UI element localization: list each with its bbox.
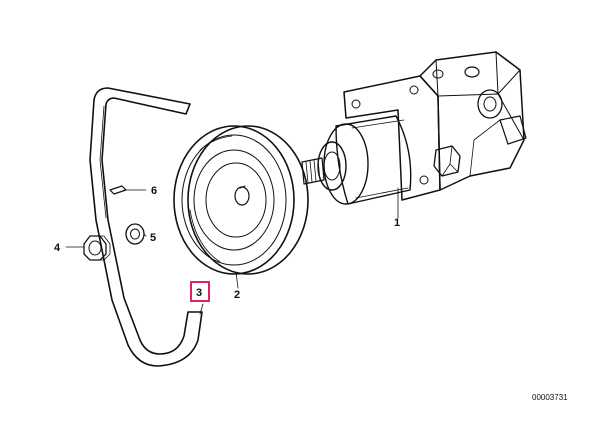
callout-6[interactable]: 6 — [151, 185, 157, 197]
washer[interactable] — [125, 223, 145, 245]
callout-4[interactable]: 4 — [54, 242, 61, 254]
v-belt[interactable] — [89, 87, 203, 367]
highlight-box — [190, 281, 210, 302]
callout-3-highlight[interactable]: 3 — [190, 281, 210, 302]
callout-1[interactable]: 1 — [394, 217, 400, 229]
callout-3[interactable]: 3 — [196, 287, 202, 299]
hex-nut[interactable] — [83, 235, 111, 261]
power-steering-pump[interactable] — [301, 51, 527, 205]
callout-labels: 1 2 3 4 5 6 — [54, 185, 400, 302]
callout-5[interactable]: 5 — [150, 232, 156, 244]
callout-2[interactable]: 2 — [234, 289, 240, 301]
diagram-reference-number: 00003731 — [532, 393, 568, 402]
pulley[interactable] — [173, 125, 309, 275]
leader-lines — [65, 187, 399, 315]
